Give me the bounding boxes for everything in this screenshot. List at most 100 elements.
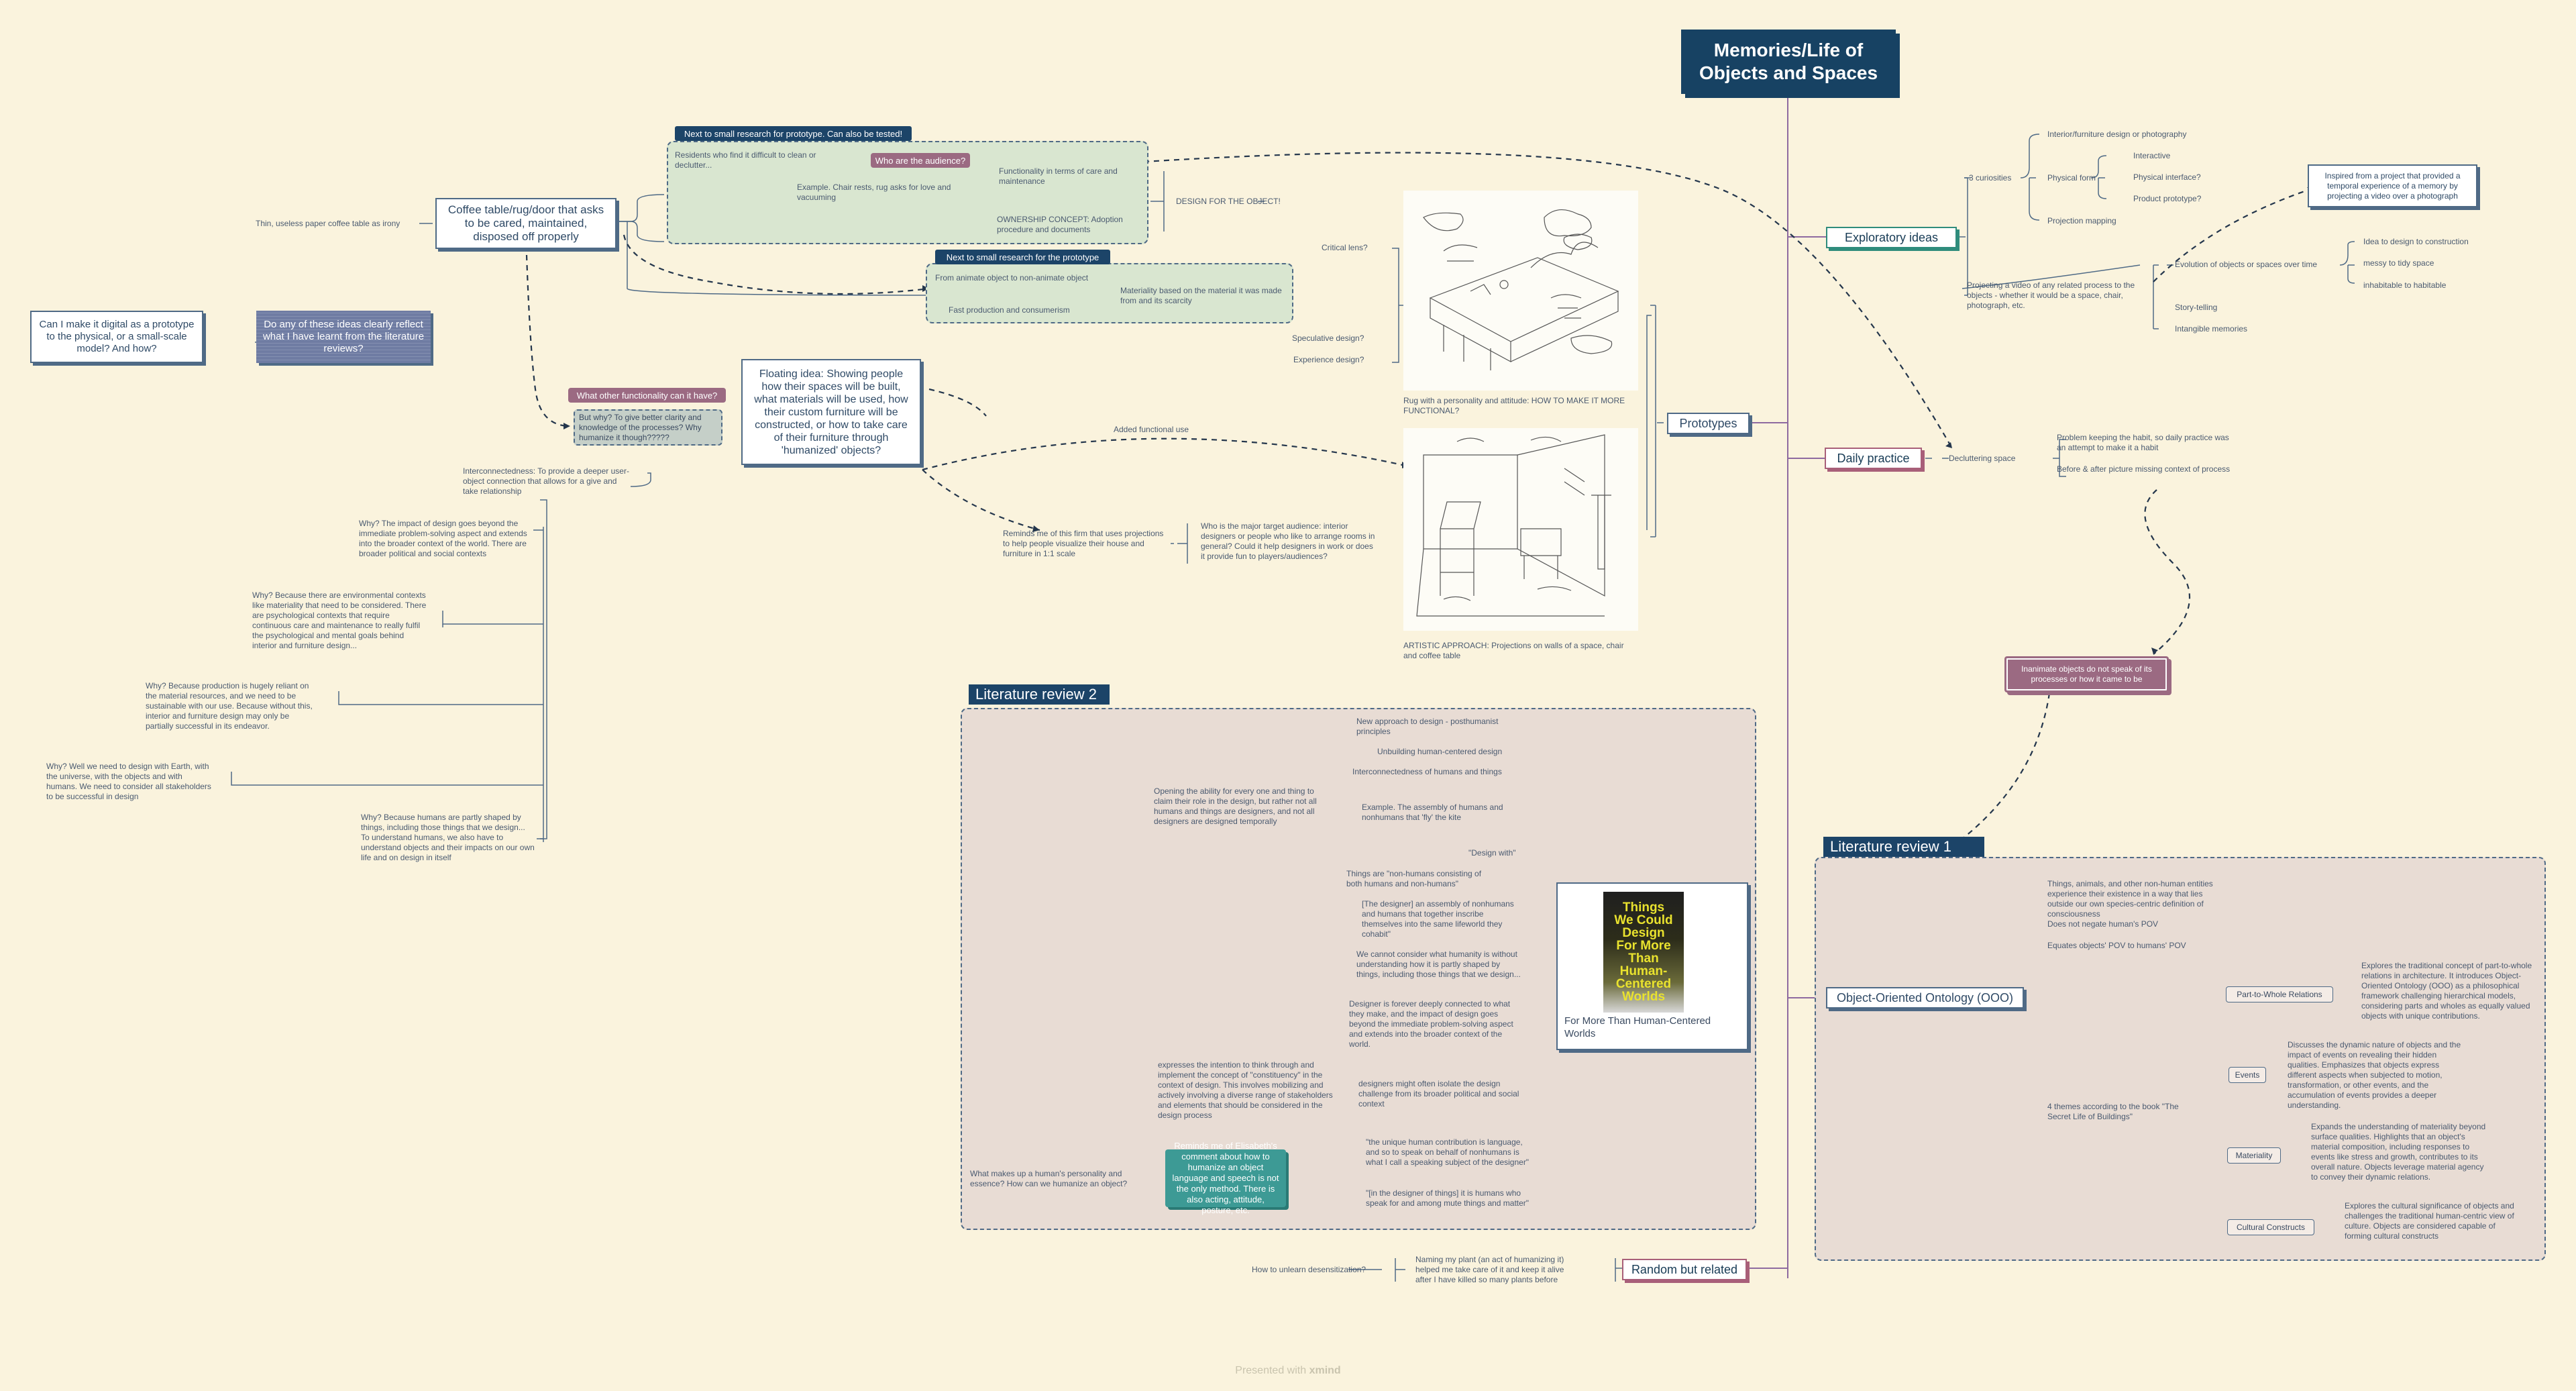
theme-cultural-constructs[interactable]: Cultural Constructs: [2227, 1219, 2314, 1235]
theme-part-to-whole-desc: Explores the traditional concept of part…: [2361, 961, 2532, 1021]
topic-example-fly[interactable]: Example. The assembly of humans and nonh…: [1362, 803, 1503, 822]
topic-designers-isolate[interactable]: designers might often isolate the design…: [1358, 1079, 1519, 1109]
topic-example-chair[interactable]: Example. Chair rests, rug asks for love …: [797, 183, 951, 202]
theme-events[interactable]: Events: [2229, 1067, 2266, 1083]
topic-problem-habit[interactable]: Problem keeping the habit, so daily prac…: [2057, 433, 2229, 452]
topic-what-makes[interactable]: What makes up a human's personality and …: [970, 1169, 1128, 1188]
topic-projection-mapping[interactable]: Projection mapping: [2047, 216, 2116, 225]
topic-design-with[interactable]: "Design with": [1468, 848, 1516, 858]
topic-opening[interactable]: Opening the ability for every one and th…: [1154, 786, 1317, 826]
topic-text: Floating idea: Showing people how their …: [754, 368, 908, 456]
topic-four-themes[interactable]: 4 themes according to the book "The Secr…: [2047, 1102, 2179, 1121]
topic-things[interactable]: Things are "non-humans consisting of bot…: [1346, 869, 1482, 888]
branch-exploratory-ideas[interactable]: Exploratory ideas: [1826, 227, 1957, 248]
branch-prototypes[interactable]: Prototypes: [1667, 413, 1750, 434]
topic-why-3[interactable]: Why? Because production is hugely relian…: [146, 681, 313, 731]
literature-review-1-title[interactable]: Literature review 1: [1823, 837, 1984, 857]
topic-messy-tidy[interactable]: messy to tidy space: [2363, 258, 2434, 268]
topic-storytelling[interactable]: Story-telling: [2175, 303, 2218, 312]
callout-inanimate[interactable]: Inanimate objects do not speak of its pr…: [2004, 656, 2169, 692]
literature-review-2-title[interactable]: Literature review 2: [969, 684, 1110, 705]
topic-functionality[interactable]: Functionality in terms of care and maint…: [999, 166, 1118, 186]
topic-why-1[interactable]: Why? The impact of design goes beyond th…: [359, 519, 527, 558]
callout-reminds-elisabeth[interactable]: Reminds me of Elisabeth's comment about …: [1165, 1141, 1286, 1215]
topic-interior[interactable]: Interior/furniture design or photography: [2047, 130, 2187, 139]
ooo-topic-overlay[interactable]: Object-Oriented Ontology (OOO): [1826, 987, 2024, 1009]
topic-unique-human[interactable]: "the unique human contribution is langua…: [1366, 1137, 1529, 1167]
topic-physical-form[interactable]: Physical form: [2047, 173, 2096, 183]
topic-why-4[interactable]: Why? Well we need to design with Earth, …: [46, 762, 211, 801]
label-next-small-research-2[interactable]: Next to small research for the prototype: [935, 250, 1110, 264]
topic-unbuilding[interactable]: Unbuilding human-centered design: [1377, 747, 1503, 756]
research-region-2: [926, 263, 1293, 323]
book-card[interactable]: Things We Could Design For More Than Hum…: [1556, 882, 1748, 1050]
footer-watermark: Presented with xmind: [0, 1365, 2576, 1377]
topic-interconnect[interactable]: Interconnectedness of humans and things: [1352, 767, 1502, 776]
topic-idea-construction[interactable]: Idea to design to construction: [2363, 237, 2469, 246]
cover-line: Human-: [1619, 964, 1668, 978]
topic-reminds-firm[interactable]: Reminds me of this firm that uses projec…: [1003, 529, 1164, 558]
coffee-table-topic[interactable]: Coffee table/rug/door that asks to be ca…: [435, 198, 616, 249]
topic-residents[interactable]: Residents who find it difficult to clean…: [675, 150, 816, 170]
topic-projecting-video[interactable]: Projecting a video of any related proces…: [1967, 280, 2135, 310]
topic-expresses[interactable]: expresses the intention to think through…: [1158, 1060, 1333, 1120]
topic-cannot-consider[interactable]: We cannot consider what humanity is with…: [1356, 949, 1521, 979]
topic-the-designer[interactable]: [The designer] an assembly of nonhumans …: [1362, 899, 1514, 939]
topic-in-designer[interactable]: "[in the designer of things] it is human…: [1366, 1188, 1529, 1208]
theme-events-desc: Discusses the dynamic nature of objects …: [2288, 1040, 2461, 1110]
topic-why-2[interactable]: Why? Because there are environmental con…: [252, 590, 427, 650]
topic-speculative[interactable]: Speculative design?: [1292, 333, 1364, 343]
topic-target-audience[interactable]: Who is the major target audience: interi…: [1201, 521, 1375, 561]
digital-prototype-topic[interactable]: Can I make it digital as a prototype to …: [30, 311, 203, 363]
footer-text: Presented with: [1235, 1365, 1307, 1376]
label-other-functionality[interactable]: What other functionality can it have?: [568, 388, 726, 403]
literature-review-1-region: [1815, 857, 2546, 1261]
callout-but-why[interactable]: But why? To give better clarity and know…: [574, 409, 722, 446]
topic-why-5[interactable]: Why? Because humans are partly shaped by…: [361, 813, 535, 862]
topic-equates[interactable]: Equates objects' POV to humans' POV: [2047, 941, 2186, 950]
topic-unlearn[interactable]: How to unlearn desensitization?: [1252, 1265, 1366, 1274]
callout-inspired[interactable]: Inspired from a project that provided a …: [2308, 164, 2477, 207]
topic-physical-interface[interactable]: Physical interface?: [2133, 172, 2201, 182]
topic-design-for[interactable]: DESIGN FOR THE OBJECT!: [1176, 197, 1281, 206]
floating-idea-topic[interactable]: Floating idea: Showing people how their …: [741, 359, 921, 465]
topic-inhabitable[interactable]: inhabitable to habitable: [2363, 280, 2447, 290]
theme-label: Cultural Constructs: [2236, 1223, 2306, 1232]
topic-product-prototype[interactable]: Product prototype?: [2133, 194, 2202, 203]
rug-sketch-image: [1403, 191, 1638, 391]
theme-cultural-desc: Explores the cultural significance of ob…: [2345, 1201, 2514, 1241]
cover-line: Worlds: [1621, 990, 1666, 1004]
root-topic[interactable]: Memories/Life of Objects and Spaces: [1681, 30, 1896, 94]
topic-experience[interactable]: Experience design?: [1293, 355, 1364, 364]
topic-added-functional[interactable]: Added functional use: [1114, 425, 1189, 434]
topic-naming-plant[interactable]: Naming my plant (an act of humanizing it…: [1415, 1255, 1564, 1284]
label-text: Next to small research for prototype. Ca…: [684, 128, 903, 139]
topic-fast-production[interactable]: Fast production and consumerism: [949, 305, 1070, 315]
branch-daily-practice[interactable]: Daily practice: [1825, 448, 1922, 469]
rug-sketch-drawing: [1423, 209, 1619, 370]
reflect-literature-topic[interactable]: Do any of these ideas clearly reflect wh…: [256, 311, 431, 363]
topic-before-after[interactable]: Before & after picture missing context o…: [2057, 464, 2231, 474]
topic-interconnectedness[interactable]: Interconnectedness: To provide a deeper …: [463, 466, 629, 496]
topic-materiality-scarcity[interactable]: Materiality based on the material it was…: [1120, 286, 1282, 305]
topic-animate[interactable]: From animate object to non-animate objec…: [935, 273, 1089, 282]
theme-part-to-whole[interactable]: Part-to-Whole Relations: [2226, 986, 2333, 1002]
topic-designer-forever[interactable]: Designer is forever deeply connected to …: [1349, 999, 1513, 1049]
root-title: Memories/Life of Objects and Spaces: [1699, 40, 1878, 83]
theme-materiality[interactable]: Materiality: [2227, 1147, 2281, 1164]
topic-ownership[interactable]: OWNERSHIP CONCEPT: Adoption procedure an…: [997, 215, 1123, 234]
topic-critical-lens[interactable]: Critical lens?: [1322, 243, 1368, 252]
branch-random-but-related[interactable]: Random but related: [1622, 1259, 1747, 1280]
label-who-audience[interactable]: Who are the audience?: [871, 153, 970, 168]
topic-evolution[interactable]: Evolution of objects or spaces over time: [2175, 260, 2318, 269]
theme-label: Part-to-Whole Relations: [2237, 990, 2322, 999]
label-next-small-research-1[interactable]: Next to small research for prototype. Ca…: [675, 126, 912, 141]
topic-curiosities[interactable]: 3 curiosities: [1969, 173, 2012, 183]
topic-interactive[interactable]: Interactive: [2133, 151, 2171, 160]
topic-new-approach[interactable]: New approach to design - posthumanist pr…: [1356, 717, 1499, 736]
topic-intangible[interactable]: Intangible memories: [2175, 324, 2248, 333]
topic-does-not-negate[interactable]: Does not negate human's POV: [2047, 919, 2159, 929]
topic-thin-paper[interactable]: Thin, useless paper coffee table as iron…: [256, 219, 400, 228]
topic-decluttering[interactable]: Decluttering space: [1949, 454, 2016, 463]
topic-things-animals[interactable]: Things, animals, and other non-human ent…: [2047, 879, 2213, 919]
